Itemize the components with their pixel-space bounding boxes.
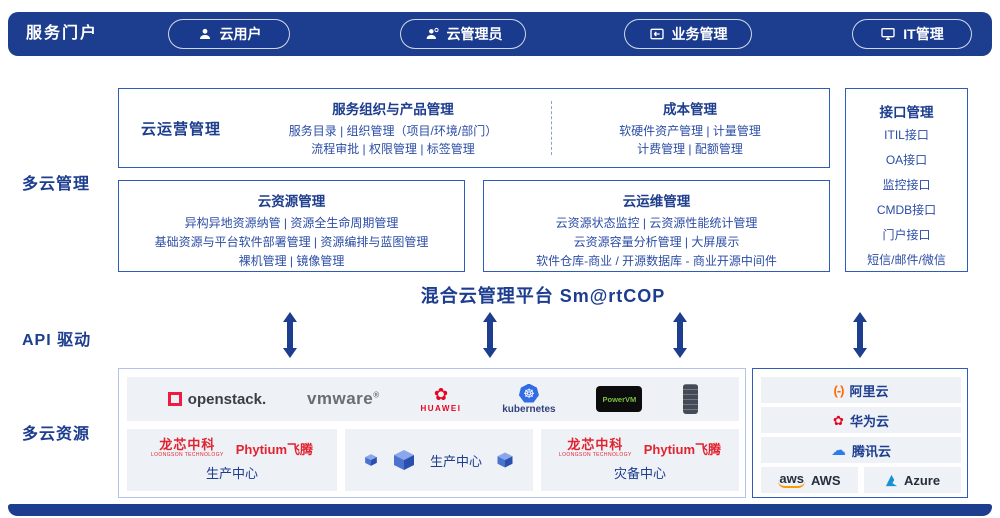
tencent-cloud-icon: ☁: [830, 441, 846, 459]
cloud-operation-title: 云运营管理: [141, 121, 222, 138]
public-clouds-box: (-) 阿里云 ✿ 华为云 ☁ 腾讯云 aws AWS Azure: [752, 368, 968, 498]
cloud-maintenance-title: 云运维管理: [622, 194, 691, 209]
cube-icon: [365, 454, 377, 466]
interface-item: ITIL接口: [884, 128, 929, 142]
multicloud-management-label: 多云管理: [22, 176, 91, 193]
server-icon: [683, 384, 699, 414]
production-center-box-1: 龙芯中科 LOONGSON TECHNOLOGY Phytium飞腾 生产中心: [127, 429, 337, 491]
openstack-logo: openstack.: [167, 391, 266, 408]
openstack-icon: [167, 392, 182, 406]
portal-button-cloud-user[interactable]: 云用户: [168, 19, 290, 49]
phytium-logo: Phytium飞腾: [643, 441, 722, 457]
production-center-box-2: 生产中心: [345, 429, 533, 491]
text-line: 基础资源与平台软件部署管理 | 资源编排与蓝图管理: [154, 235, 429, 249]
cube-icon: [393, 450, 414, 470]
disaster-recovery-center-box: 龙芯中科 LOONGSON TECHNOLOGY Phytium飞腾 灾备中心: [541, 429, 739, 491]
huawei-logo: ✿ HUAWEI: [420, 384, 462, 413]
portal-button-label: 业务管理: [671, 26, 728, 42]
cost-title: 成本管理: [663, 102, 717, 117]
brand-row: 龙芯中科 LOONGSON TECHNOLOGY Phytium飞腾: [559, 438, 721, 458]
dashed-divider: [551, 101, 552, 155]
aws-row: aws AWS: [761, 467, 858, 493]
huawei-flower-icon: ✿: [433, 384, 449, 404]
text-line: 计费管理 | 配额管理: [637, 142, 743, 156]
text-line: 软硬件资产管理 | 计量管理: [619, 124, 761, 138]
interface-item: OA接口: [885, 153, 928, 167]
text-line: 软件仓库-商业 / 开源数据库 - 商业开源中间件: [536, 254, 777, 268]
service-product-title: 服务组织与产品管理: [332, 102, 454, 117]
interface-item: 监控接口: [882, 178, 931, 192]
vendor-logo-row: openstack. vmware® ✿ HUAWEI ☸ kubernetes…: [127, 377, 739, 421]
bottom-accent-band: [8, 504, 992, 516]
disaster-center-label: 灾备中心: [613, 466, 666, 481]
service-portal-bar: 服务门户 云用户 云管理员 业务管理: [8, 12, 992, 56]
huawei-flower-icon: ✿: [833, 412, 844, 428]
double-arrow-icon: [283, 312, 297, 358]
production-center-label: 生产中心: [205, 466, 258, 481]
interface-item: 门户接口: [882, 228, 931, 242]
cost-column: 成本管理 软硬件资产管理 | 计量管理 计费管理 | 配额管理: [559, 98, 821, 158]
tencent-cloud-row: ☁ 腾讯云: [761, 437, 961, 463]
portal-button-label: 云管理员: [446, 26, 503, 42]
platform-title: 混合云管理平台 Sm@rtCOP: [420, 286, 666, 306]
cube-icon: [497, 452, 513, 468]
interface-item: 短信/邮件/微信: [867, 253, 946, 267]
portal-button-label: IT管理: [903, 26, 944, 42]
kubernetes-logo: ☸ kubernetes: [502, 383, 556, 415]
production-center-label: 生产中心: [429, 453, 482, 469]
service-product-column: 服务组织与产品管理 服务目录 | 组织管理（项目/环境/部门） 流程审批 | 权…: [231, 98, 555, 158]
admin-user-icon: [426, 27, 439, 39]
monitor-icon: [881, 27, 895, 40]
portal-button-it-mgmt[interactable]: IT管理: [852, 19, 972, 49]
text-line: 云资源状态监控 | 云资源性能统计管理: [555, 216, 758, 230]
double-arrow-icon: [483, 312, 497, 358]
cloud-operation-box: 云运营管理 服务组织与产品管理 服务目录 | 组织管理（项目/环境/部门） 流程…: [118, 88, 830, 168]
multicloud-resources-label: 多云资源: [22, 426, 91, 443]
azure-icon: [885, 474, 898, 486]
interface-management-box: 接口管理 ITIL接口 OA接口 监控接口 CMDB接口 门户接口 短信/邮件/…: [845, 88, 968, 272]
powervm-logo: PowerVM: [596, 386, 643, 412]
alibaba-cloud-icon: (-): [833, 382, 844, 398]
vmware-logo: vmware®: [306, 389, 380, 408]
api-driven-label: API 驱动: [22, 332, 92, 349]
kubernetes-helm-icon: ☸: [518, 383, 539, 403]
alibaba-cloud-row: (-) 阿里云: [761, 377, 961, 403]
user-icon: [199, 28, 210, 39]
interface-title: 接口管理: [879, 105, 934, 120]
loongson-logo: 龙芯中科 LOONGSON TECHNOLOGY: [558, 437, 632, 458]
text-line: 服务目录 | 组织管理（项目/环境/部门）: [288, 124, 498, 138]
loongson-logo: 龙芯中科 LOONGSON TECHNOLOGY: [150, 437, 224, 458]
text-line: 流程审批 | 权限管理 | 标签管理: [311, 142, 475, 156]
azure-row: Azure: [864, 467, 961, 493]
brand-row: 龙芯中科 LOONGSON TECHNOLOGY Phytium飞腾: [151, 438, 313, 458]
business-icon: [649, 28, 664, 40]
cloud-maintenance-box: 云运维管理 云资源状态监控 | 云资源性能统计管理 云资源容量分析管理 | 大屏…: [483, 180, 830, 272]
infrastructure-box: openstack. vmware® ✿ HUAWEI ☸ kubernetes…: [118, 368, 746, 498]
text-line: 裸机管理 | 镜像管理: [238, 254, 345, 268]
phytium-logo: Phytium飞腾: [235, 441, 314, 457]
cloud-resource-title: 云资源管理: [257, 194, 326, 209]
service-portal-label: 服务门户: [26, 25, 99, 42]
text-line: 云资源容量分析管理 | 大屏展示: [573, 235, 740, 249]
portal-button-label: 云用户: [219, 26, 262, 42]
interface-item: CMDB接口: [876, 203, 937, 217]
text-line: 异构异地资源纳管 | 资源全生命周期管理: [184, 216, 399, 230]
cloud-resource-box: 云资源管理 异构异地资源纳管 | 资源全生命周期管理 基础资源与平台软件部署管理…: [118, 180, 465, 272]
aws-icon: aws: [778, 471, 805, 489]
portal-button-business-mgmt[interactable]: 业务管理: [624, 19, 752, 49]
huawei-cloud-row: ✿ 华为云: [761, 407, 961, 433]
portal-button-cloud-admin[interactable]: 云管理员: [400, 19, 526, 49]
double-arrow-icon: [853, 312, 867, 358]
double-arrow-icon: [673, 312, 687, 358]
